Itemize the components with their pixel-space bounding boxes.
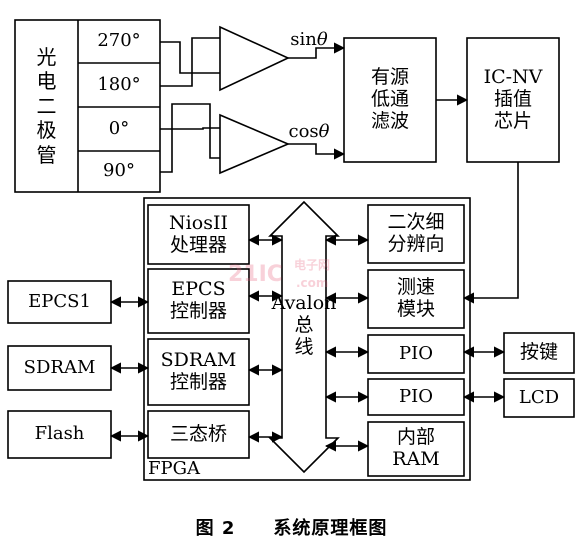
lcd-label: LCD <box>518 386 560 408</box>
photodiode-label: 光 电 二 极 管 <box>36 45 57 167</box>
phase-180: 180° <box>97 73 141 95</box>
cos-label: cos <box>288 120 319 142</box>
theta-symbol: θ <box>316 28 328 50</box>
nios-label: NiosII 处理器 <box>169 211 228 256</box>
phase-90: 90° <box>103 160 135 182</box>
pio-label-2: PIO <box>399 385 433 407</box>
sin-label: sin <box>290 28 317 50</box>
direction-module <box>367 204 465 264</box>
direction-label: 二次细 分辨向 <box>387 211 445 255</box>
theta-symbol: θ <box>318 120 330 142</box>
speed-label: 测速 模块 <box>396 276 435 320</box>
ram-label: 内部 RAM <box>392 426 440 470</box>
photodiode-block <box>14 19 161 193</box>
tristate-bridge-label: 三态桥 <box>169 422 227 445</box>
fpga-container <box>143 197 471 481</box>
keys-label: 按键 <box>519 341 558 364</box>
sdram-label: SDRAM <box>23 356 96 378</box>
pio-label-1: PIO <box>399 342 433 364</box>
sdram-controller-label: SDRAM 控制器 <box>160 349 237 393</box>
epcs1-label: EPCS1 <box>28 290 91 312</box>
figure-caption: 图 2 系统原理框图 <box>195 517 388 539</box>
avalon-bus-label: Avalon 总 线 <box>271 292 337 358</box>
fpga-label: FPGA <box>148 457 200 479</box>
flash-label: Flash <box>34 423 85 445</box>
chip-label: IC-NV 插值 芯片 <box>483 66 543 132</box>
epcs-controller-label: EPCS 控制器 <box>169 278 227 322</box>
phase-0: 0° <box>108 117 130 139</box>
filter-label: 有源 低通 滤波 <box>370 66 409 132</box>
amplifier-cos <box>219 113 291 175</box>
amplifier-sin <box>219 25 290 92</box>
phase-270: 270° <box>97 30 141 52</box>
